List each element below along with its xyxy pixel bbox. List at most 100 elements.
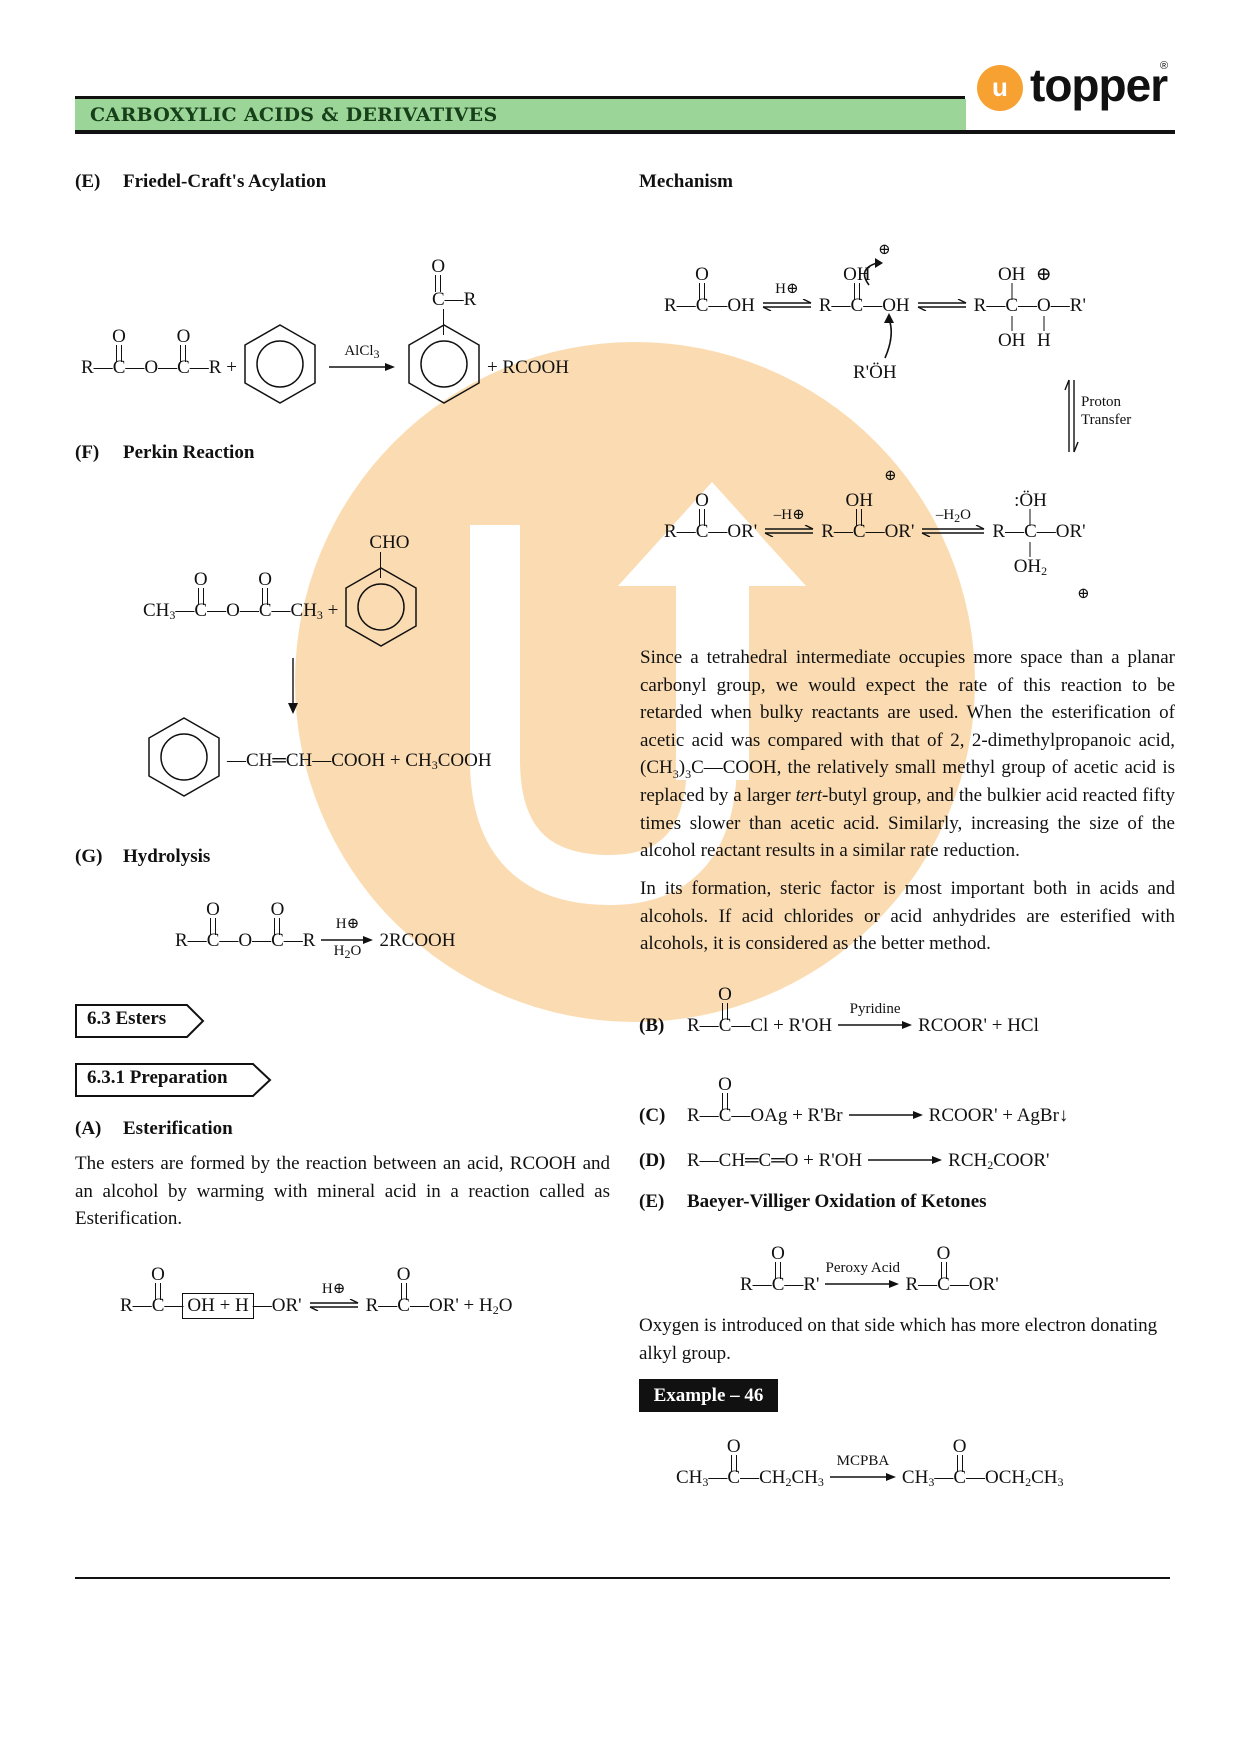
substituent-label: OH2 bbox=[1014, 557, 1047, 577]
formula-text: :ÖH bbox=[1014, 490, 1047, 511]
benzene-icon bbox=[345, 567, 418, 647]
section-esters: 6.3 Esters bbox=[75, 1004, 205, 1038]
formula-part: + RCOOH bbox=[487, 357, 569, 379]
heading-label: (A) bbox=[75, 1118, 102, 1139]
formula-part: RCH2COOR' bbox=[948, 1150, 1049, 1172]
heading-label: (F) bbox=[75, 442, 100, 463]
formula-text: OH bbox=[997, 264, 1026, 285]
watermark-circle bbox=[295, 342, 975, 1022]
formula-text: H bbox=[1037, 330, 1051, 351]
atom: C bbox=[397, 1295, 410, 1316]
heading-hydrolysis: (G)Hydrolysis bbox=[75, 846, 210, 868]
formula-text: —OH bbox=[863, 295, 910, 316]
formula-part: 2RCOOH bbox=[379, 930, 455, 952]
formula-text: H⊕ bbox=[335, 916, 360, 932]
bond-line bbox=[180, 345, 187, 362]
bond-line bbox=[1011, 283, 1013, 300]
formula-text: ⊕ bbox=[1035, 264, 1052, 285]
formula-text: O bbox=[695, 490, 709, 511]
section-title: 6.3 Esters bbox=[87, 1008, 167, 1029]
substituent-label: O bbox=[177, 327, 191, 346]
formula-text: Pyridine bbox=[849, 1001, 901, 1017]
atom: C bbox=[258, 600, 272, 621]
heading-text: Perkin Reaction bbox=[123, 442, 255, 463]
right-arrow-icon bbox=[825, 1280, 900, 1288]
formula-text: CH bbox=[676, 1467, 703, 1488]
subscript: 3 bbox=[817, 1475, 824, 1489]
formula-text: R— bbox=[365, 1295, 398, 1316]
substituent-label: O bbox=[431, 257, 445, 276]
formula-text: H bbox=[333, 943, 345, 959]
substituent-label: O bbox=[258, 570, 272, 589]
watermark-u-shape bbox=[470, 525, 737, 906]
formula-text: O bbox=[771, 1243, 785, 1264]
formula-text: —OR' bbox=[949, 1274, 999, 1295]
item-label: (C) bbox=[639, 1105, 666, 1126]
boxed-group: OH + H bbox=[182, 1293, 254, 1319]
formula-part: —CH═CH—COOH + CH3COOH bbox=[227, 750, 492, 772]
benzene-ring bbox=[241, 324, 319, 404]
formula-text: —R + bbox=[189, 357, 237, 378]
substituent-label: O bbox=[151, 1265, 165, 1284]
formula-part: R—CH═C═O + R'OH bbox=[687, 1150, 862, 1172]
perkin-product: —CH═CH—COOH + CH3COOH bbox=[141, 717, 492, 797]
substituent-label: O bbox=[695, 491, 709, 510]
formula-text: OH bbox=[843, 264, 871, 285]
heading-label: (E) bbox=[639, 1191, 665, 1212]
equilibrium-arrow-icon bbox=[917, 299, 966, 311]
formula-text: —O— bbox=[219, 930, 272, 951]
formula-text: R— bbox=[120, 1295, 152, 1316]
formula-text: — bbox=[164, 1295, 184, 1316]
atom: C bbox=[937, 1274, 950, 1295]
formula-text: —CH bbox=[740, 1467, 786, 1488]
subscript: 3 bbox=[928, 1475, 935, 1489]
formula-text: —OR' bbox=[865, 521, 915, 542]
heading-label: (G) bbox=[75, 846, 103, 867]
benzene-icon bbox=[148, 717, 220, 797]
formula-part: —OR' bbox=[253, 1295, 302, 1317]
substituent-label: OH bbox=[998, 265, 1025, 284]
formula-text: CH bbox=[1031, 1467, 1058, 1488]
formula-text: OH bbox=[997, 330, 1026, 351]
atom: O bbox=[1037, 295, 1051, 316]
formula-text: —CH═CH—COOH + CH bbox=[227, 750, 432, 771]
bond-line bbox=[442, 309, 444, 335]
formula-text: OH bbox=[845, 490, 873, 511]
text: C—COOH, the relatively small methyl grou… bbox=[640, 757, 1175, 806]
subscript: 3 bbox=[1057, 1475, 1064, 1489]
bond-line bbox=[940, 1262, 947, 1279]
formula-text: O bbox=[936, 1243, 951, 1264]
atom: C bbox=[431, 289, 445, 310]
subscript: 2 bbox=[492, 1303, 499, 1317]
substituent-label: OH bbox=[843, 265, 870, 284]
formula-text: R— bbox=[687, 1105, 719, 1126]
positive-charge: ⊕ bbox=[1077, 586, 1090, 602]
baeyer-note: Oxygen is introduced on that side which … bbox=[639, 1315, 1158, 1364]
equilibrium-arrow: H⊕ bbox=[761, 282, 813, 311]
bond-line bbox=[722, 1093, 729, 1110]
atom: C bbox=[1024, 521, 1037, 542]
atom: C bbox=[727, 1467, 741, 1488]
heading-friedel-crafts: (E)Friedel-Craft's Acylation bbox=[75, 171, 326, 193]
reaction-arrow: AlCl3 bbox=[328, 344, 395, 373]
formula-text: O bbox=[258, 569, 273, 590]
substituent-label: O bbox=[194, 570, 208, 589]
formula-text: —OAg + R'Br bbox=[731, 1105, 843, 1126]
